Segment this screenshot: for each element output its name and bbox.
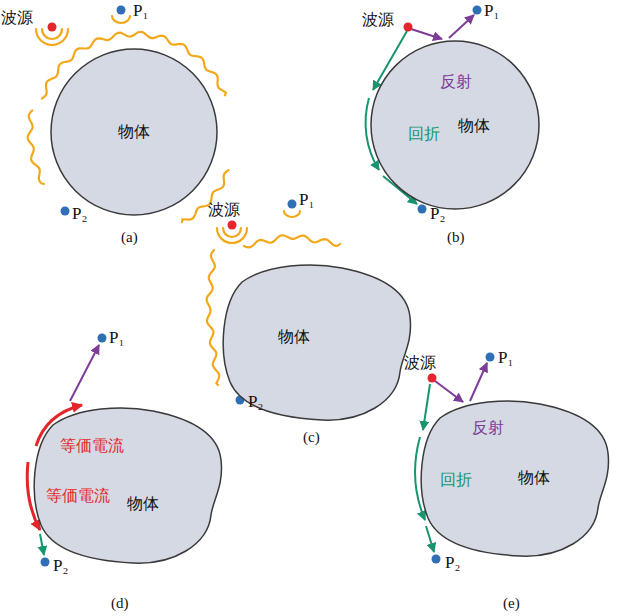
source-dot	[228, 221, 237, 230]
point-label: P₁	[133, 1, 148, 21]
object-label: 物体	[518, 468, 550, 487]
observation-dot	[41, 558, 50, 567]
source-label: 波源	[362, 10, 394, 29]
observation-dot	[117, 6, 126, 15]
object-body	[421, 401, 608, 556]
object-label: 物体	[458, 116, 490, 135]
wavefront	[244, 235, 340, 247]
point-label: P₁	[498, 348, 513, 368]
observation-dot	[432, 555, 441, 564]
point-label: P₁	[299, 190, 314, 210]
radiation-ray	[40, 534, 44, 555]
object-shape: 物体	[33, 405, 225, 565]
panel-label: (a)	[121, 228, 138, 246]
current-label: 等価電流	[46, 486, 110, 505]
object-body	[371, 41, 539, 209]
observation-dot	[473, 6, 482, 15]
panel-label: (b)	[447, 228, 465, 246]
reflection-ray	[435, 381, 463, 402]
wavefront	[112, 16, 130, 23]
wavefront	[217, 228, 247, 243]
reflection-label: 反射	[440, 72, 472, 91]
observation-dot	[61, 207, 70, 216]
observation-dot	[288, 200, 297, 209]
object-shape: 物体	[370, 40, 540, 210]
diffraction-ray	[426, 526, 434, 552]
wavefront	[28, 110, 44, 184]
diffraction-label: 回折	[440, 470, 472, 489]
source-label: 波源	[404, 353, 436, 372]
point-label: P₂	[430, 204, 445, 224]
source-dot	[428, 374, 437, 383]
object-label: 物体	[118, 122, 150, 141]
source-dot	[48, 23, 57, 32]
panel-label: (e)	[503, 594, 520, 612]
point-label: P₁	[109, 328, 124, 348]
panel-label: (d)	[111, 594, 129, 612]
observation-dot	[98, 334, 107, 343]
reflection-ray	[411, 29, 442, 39]
observation-dot	[418, 205, 427, 214]
reflection-ray	[449, 15, 474, 38]
current-label: 等価電流	[60, 436, 124, 455]
reflection-label: 反射	[472, 418, 504, 437]
source-label: 波源	[208, 200, 240, 219]
point-label: P₂	[53, 556, 68, 576]
observation-dot	[486, 353, 495, 362]
point-label: P₂	[72, 204, 87, 224]
object-body	[51, 49, 217, 215]
object-outline	[370, 40, 540, 210]
source-label: 波源	[1, 8, 33, 27]
object-label: 物体	[127, 494, 159, 513]
panel-label: (c)	[303, 428, 320, 446]
object-shape: 物体	[50, 48, 218, 216]
object-body	[34, 408, 221, 563]
object-body	[223, 265, 410, 420]
wavefront	[284, 211, 300, 217]
diffraction-label: 回折	[408, 124, 440, 143]
point-label: P₂	[248, 392, 263, 412]
diffraction-ray	[423, 384, 430, 430]
source-dot	[404, 23, 413, 32]
reflection-ray	[470, 363, 487, 401]
object-label: 物体	[278, 327, 310, 346]
point-label: P₁	[484, 1, 499, 21]
wavefront	[207, 250, 220, 385]
object-outline	[33, 405, 225, 565]
point-label: P₂	[445, 553, 460, 573]
radiation-ray	[70, 345, 99, 401]
